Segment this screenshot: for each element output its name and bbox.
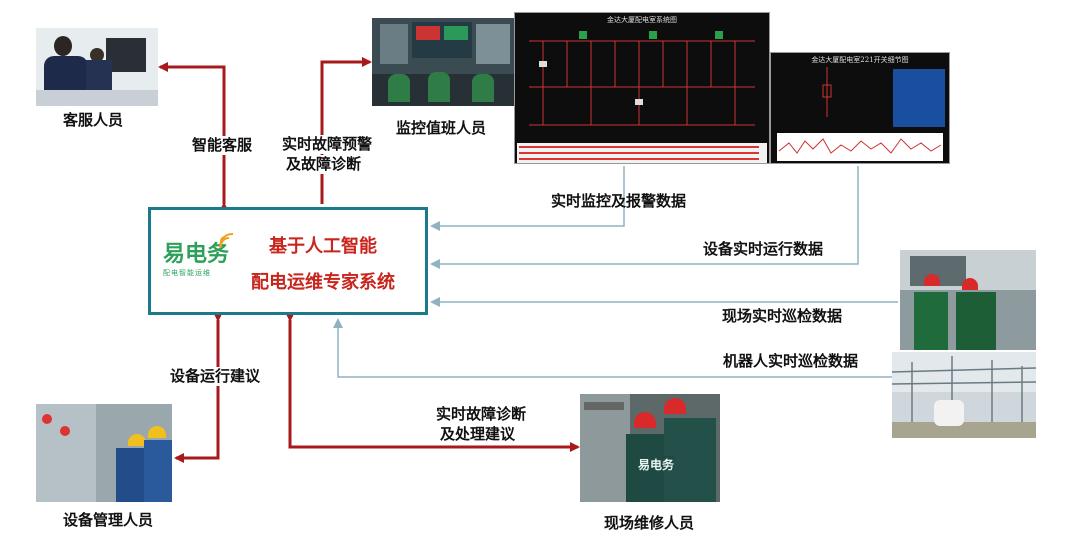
node-monitoring-staff: 监控值班人员 bbox=[396, 119, 487, 137]
label-fault-diagnosis-line2: 及处理建议 bbox=[440, 425, 516, 443]
field-repair-photo: 易电务 bbox=[580, 394, 720, 502]
label-field-inspection-data: 现场实时巡检数据 bbox=[722, 307, 843, 325]
line-robot-inspection bbox=[333, 318, 892, 378]
repair-vest-logo: 易电务 bbox=[638, 456, 675, 472]
label-robot-inspection-data: 机器人实时巡检数据 bbox=[723, 352, 859, 370]
label-fault-warning-line1: 实时故障预警 bbox=[282, 135, 373, 154]
equipment-manager-photo bbox=[36, 404, 172, 502]
field-inspection-photo bbox=[900, 250, 1036, 350]
monitoring-room-photo bbox=[372, 18, 516, 106]
arrow-customer-service bbox=[158, 62, 229, 212]
line-equipment-runtime bbox=[430, 166, 859, 269]
label-equipment-runtime-data: 设备实时运行数据 bbox=[703, 240, 824, 258]
detail-screen-title: 金达大厦配电室221开关细节图 bbox=[811, 56, 909, 64]
label-smart-customer-service: 智能客服 bbox=[192, 136, 253, 155]
node-field-repair: 现场维修人员 bbox=[604, 514, 695, 532]
label-equipment-operation-advice: 设备运行建议 bbox=[170, 367, 261, 386]
signal-icon bbox=[219, 233, 234, 248]
scada-diagram bbox=[529, 31, 755, 126]
label-fault-warning-line2: 及故障诊断 bbox=[286, 155, 362, 174]
arrow-equipment-manager bbox=[174, 312, 223, 463]
logo-subtitle: 配电智能运维 bbox=[163, 269, 211, 277]
system-title-line1: 基于人工智能 bbox=[269, 236, 377, 257]
scada-screen-title: 金达大厦配电室系统图 bbox=[607, 16, 677, 24]
scada-screen: 金达大厦配电室系统图 bbox=[514, 12, 770, 164]
label-fault-diagnosis-line1: 实时故障诊断 bbox=[436, 405, 527, 423]
node-equipment-manager: 设备管理人员 bbox=[63, 511, 154, 529]
arrow-monitoring-staff bbox=[320, 57, 372, 204]
customer-service-photo bbox=[36, 28, 158, 106]
detail-screen: 金达大厦配电室221开关细节图 bbox=[770, 52, 950, 164]
line-monitoring-data bbox=[430, 166, 625, 231]
label-realtime-monitoring-data: 实时监控及报警数据 bbox=[551, 192, 687, 210]
logo-text: 易电务 bbox=[163, 242, 230, 267]
node-customer-service: 客服人员 bbox=[63, 111, 124, 129]
arrow-field-repair bbox=[285, 312, 580, 452]
system-title-line2: 配电运维专家系统 bbox=[251, 272, 395, 293]
detail-trend-chart bbox=[777, 67, 945, 161]
expert-system-box: 易电务 配电智能运维 基于人工智能 配电运维专家系统 bbox=[148, 207, 428, 315]
robot-inspection-photo bbox=[892, 352, 1036, 438]
